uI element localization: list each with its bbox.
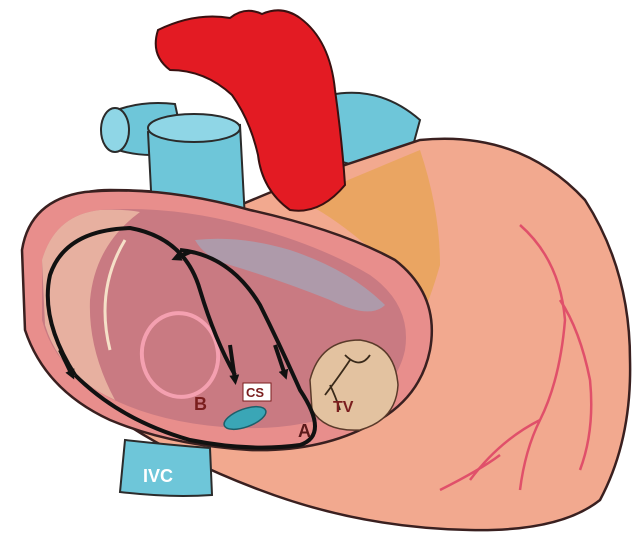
tricuspid-valve-region bbox=[310, 340, 398, 430]
label-tv: TV bbox=[333, 399, 354, 416]
label-cs: CS bbox=[246, 385, 264, 400]
label-a: A bbox=[298, 421, 311, 441]
label-ivc: IVC bbox=[143, 466, 173, 486]
label-b: B bbox=[194, 394, 207, 414]
